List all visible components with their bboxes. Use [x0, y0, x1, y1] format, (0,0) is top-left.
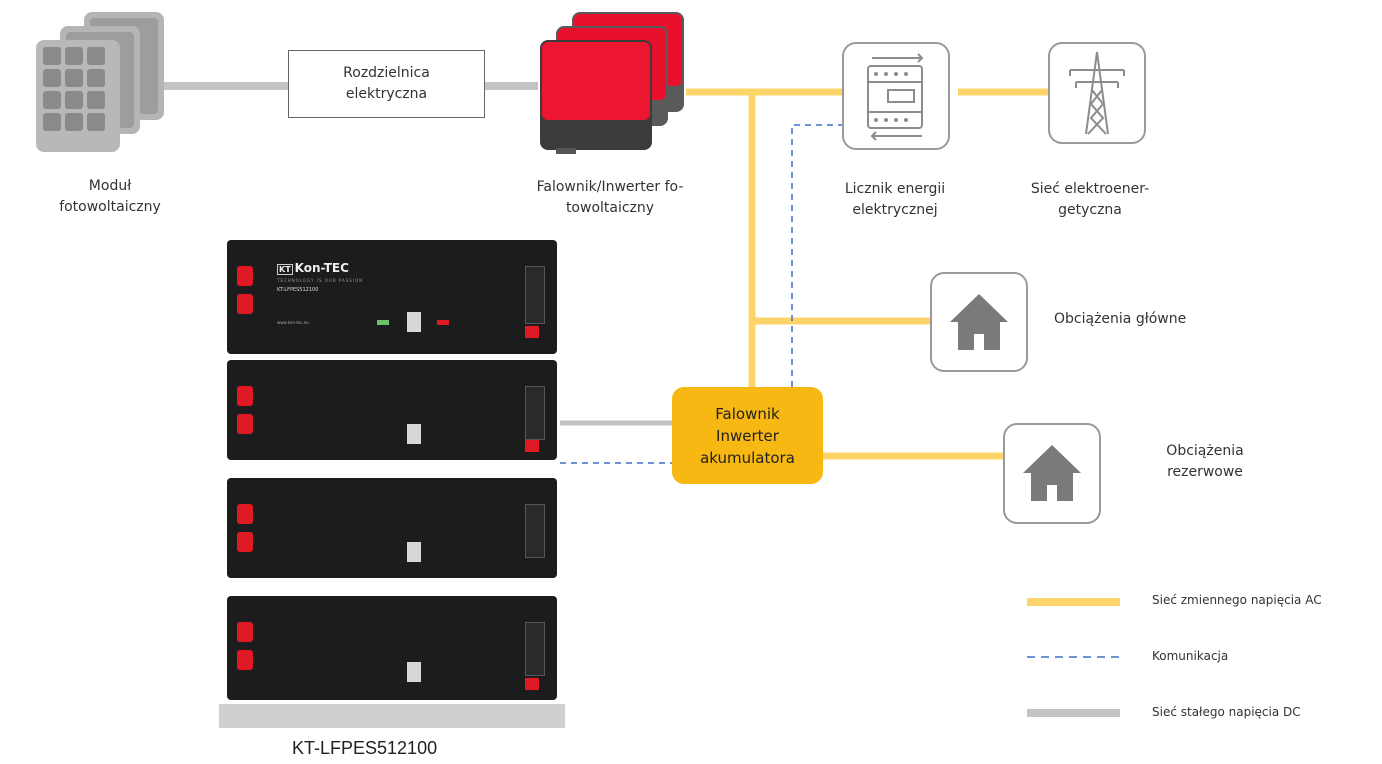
house-icon [1023, 445, 1081, 501]
switchboard-box: Rozdzielnica elektryczna [288, 50, 485, 118]
house-icon [950, 294, 1008, 350]
battery-model-label: KT-LFPES512100 [292, 738, 438, 758]
brand-badge: KT [277, 264, 293, 275]
switchboard-label: Rozdzielnica elektryczna [343, 65, 430, 102]
comm-line-meter-inverter [791, 124, 844, 388]
legend-ac-label: Sieć zmiennego napięcia AC [1152, 593, 1322, 607]
battery-inverter-box: Falownik Inwerter akumulatora [672, 387, 823, 484]
tagline: TECHNOLOGY IS OUR PASSION [277, 278, 364, 283]
battery-base [219, 704, 565, 728]
battery-module [227, 360, 557, 460]
legend-comm-label: Komunikacja [1152, 649, 1229, 663]
website: www.kon-tec.eu [277, 320, 309, 325]
backup-loads-label: Obciążenia rezerwowe [1166, 443, 1244, 480]
energy-meter-box [842, 42, 950, 150]
brand-logo: Kon-TEC [294, 261, 349, 275]
pv-module-label: Moduł fotowoltaiczny [59, 178, 161, 215]
battery-inverter-label: Falownik Inwerter akumulatora [700, 404, 795, 467]
legend-swatches [1027, 598, 1120, 717]
main-loads-label: Obciążenia główne [1054, 311, 1187, 327]
energy-meter-icon [867, 53, 924, 141]
power-tower-icon [1069, 51, 1125, 135]
grid-label: Sieć elektroener- getyczna [1030, 181, 1150, 218]
battery-module [227, 478, 557, 578]
energy-meter-label: Licznik energii elektrycznej [844, 181, 946, 218]
pv-module-icon [36, 12, 164, 152]
legend-dc-label: Sieć stałego napięcia DC [1152, 705, 1301, 719]
pv-inverter-icon [540, 12, 684, 154]
pv-inverter-label: Falownik/Inwerter fo- towoltaiczny [536, 179, 684, 216]
battery-module [227, 596, 557, 700]
model-text: KT-LFPES512100 [277, 287, 319, 293]
